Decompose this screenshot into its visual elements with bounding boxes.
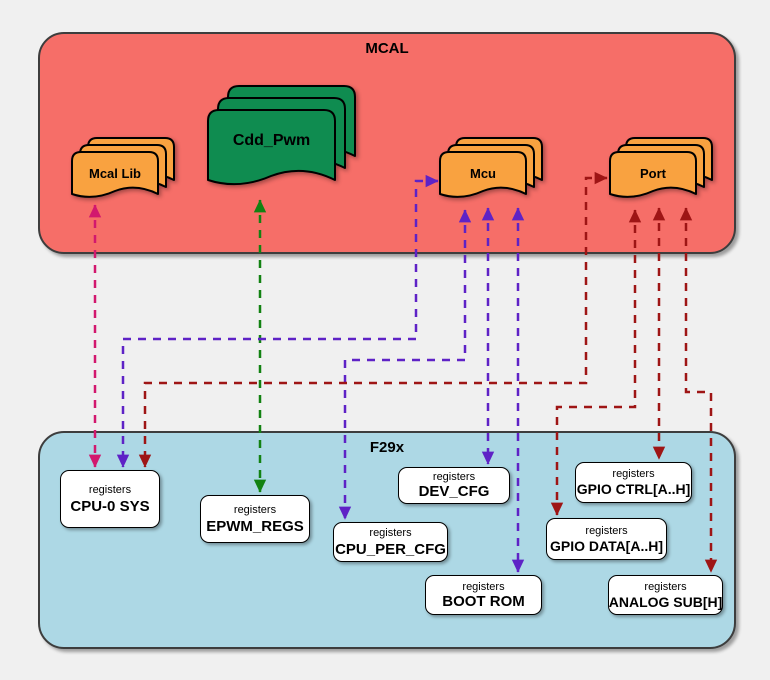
register-box-epwm-regs: registers EPWM_REGS bbox=[200, 495, 310, 543]
register-box-dev-cfg: registers DEV_CFG bbox=[398, 467, 510, 504]
mcal-title: MCAL bbox=[365, 40, 409, 57]
node-mcal-lib-label: Mcal Lib bbox=[88, 166, 141, 181]
register-name: CPU-0 SYS bbox=[70, 497, 150, 515]
register-name: EPWM_REGS bbox=[206, 517, 304, 535]
register-box-boot-rom: registers BOOT ROM bbox=[425, 575, 542, 615]
register-tag: registers bbox=[88, 483, 132, 496]
register-tag: registers bbox=[432, 471, 476, 483]
register-box-analog-sub: registers ANALOG SUB[H] bbox=[608, 575, 723, 615]
register-tag: registers bbox=[233, 503, 277, 516]
register-tag: registers bbox=[644, 580, 687, 593]
register-name: ANALOG SUB[H] bbox=[608, 593, 723, 610]
node-cdd-pwm-label: Cdd_Pwm bbox=[232, 132, 311, 149]
document-stack-icon bbox=[207, 85, 356, 186]
register-tag: registers bbox=[369, 526, 412, 539]
register-name: GPIO CTRL[A..H] bbox=[576, 481, 691, 497]
node-mcal-lib: Mcal Lib bbox=[70, 136, 178, 208]
register-name: CPU_PER_CFG bbox=[335, 540, 446, 558]
register-box-cpu-per-cfg: registers CPU_PER_CFG bbox=[333, 522, 448, 562]
register-box-gpio-ctrl: registers GPIO CTRL[A..H] bbox=[575, 462, 692, 503]
node-cdd-pwm: Cdd_Pwm bbox=[206, 84, 360, 196]
node-port: Port bbox=[608, 136, 716, 208]
document-stack-icon bbox=[609, 137, 713, 198]
node-mcu: Mcu bbox=[438, 136, 546, 208]
register-tag: registers bbox=[585, 524, 628, 537]
register-name: GPIO DATA[A..H] bbox=[549, 537, 664, 554]
register-box-gpio-data: registers GPIO DATA[A..H] bbox=[546, 518, 667, 560]
register-tag: registers bbox=[462, 580, 505, 593]
node-mcu-label: Mcu bbox=[470, 166, 496, 181]
register-tag: registers bbox=[612, 468, 655, 480]
f29x-title: F29x bbox=[369, 439, 405, 456]
register-box-cpu0-sys: registers CPU-0 SYS bbox=[60, 470, 160, 528]
register-name: BOOT ROM bbox=[442, 592, 525, 610]
node-port-label: Port bbox=[640, 166, 666, 181]
register-name: DEV_CFG bbox=[418, 483, 490, 500]
